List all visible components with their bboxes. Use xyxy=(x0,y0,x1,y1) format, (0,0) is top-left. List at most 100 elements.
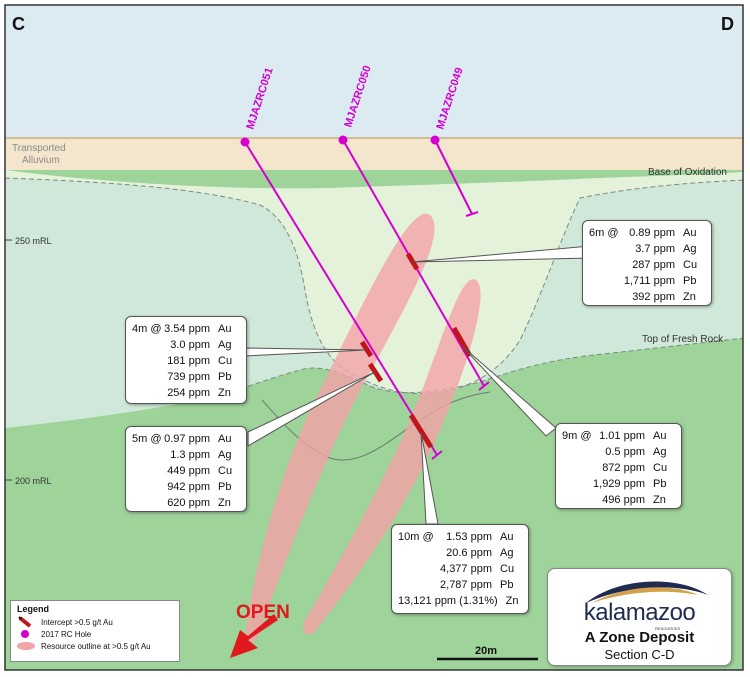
intercept-width: 5m @ xyxy=(132,433,162,445)
intercept-element: Au xyxy=(653,430,667,442)
legend-item-label: Resource outline at >0.5 g/t Au xyxy=(41,641,151,651)
sky-region xyxy=(5,5,743,155)
intercept-element: Ag xyxy=(500,547,514,559)
intercept-element: Pb xyxy=(500,579,514,591)
intercept-row: 449 ppm Cu xyxy=(132,463,240,479)
intercept-value: 3.0 ppm xyxy=(170,339,210,351)
intercept-row: 9m @ 1.01 ppm Au xyxy=(562,428,675,444)
legend-item-resource: Resource outline at >0.5 g/t Au xyxy=(17,640,173,652)
company-logo-text: kalamazoo xyxy=(583,599,696,626)
intercept-row: 3.0 ppm Ag xyxy=(132,337,240,353)
intercept-element: Zn xyxy=(683,291,696,303)
intercept-value: 4,377 ppm xyxy=(440,563,492,575)
intercept-box-mjazrc051-lower: 5m @0.97 ppm Au 1.3 ppm Ag 449 ppm Cu 942 ppm P… xyxy=(125,426,247,512)
intercept-row: 4,377 ppm Cu xyxy=(398,561,522,577)
legend-title: Legend xyxy=(17,604,50,614)
open-arrow xyxy=(230,614,278,658)
intercept-value: 287 ppm xyxy=(632,259,675,271)
intercept-element: Cu xyxy=(653,462,668,474)
resource-outline-lower xyxy=(303,279,481,635)
intercept-element: Au xyxy=(218,323,232,335)
legend-item-label: Intercept >0.5 g/t Au xyxy=(41,617,113,627)
intercept-value: 1,929 ppm xyxy=(593,478,645,490)
section-right-label: D xyxy=(721,14,734,34)
intercept-element: Ag xyxy=(218,339,232,351)
drill-hole-mjazrc051-trace xyxy=(244,141,438,456)
drill-hole-mjazrc050-collar xyxy=(338,135,348,145)
intercept-row: 1,711 ppm Pb xyxy=(589,273,705,289)
drill-hole-mjazrc051-collar xyxy=(240,137,250,147)
intercept-value: 0.5 ppm xyxy=(605,446,645,458)
drill-hole-mjazrc049-collar xyxy=(430,135,440,145)
top-of-fresh-rock-label: Top of Fresh Rock xyxy=(642,334,724,345)
base-of-oxidation-line xyxy=(5,177,743,395)
intercept-value: 392 ppm xyxy=(632,291,675,303)
intercept-element: Pb xyxy=(218,481,232,493)
intercept-value: 0.97 ppm xyxy=(164,433,210,445)
intercept-row: 20.6 ppm Ag xyxy=(398,545,522,561)
intercept-row: 942 ppm Pb xyxy=(132,479,240,495)
deposit-title: A Zone Deposit xyxy=(584,629,695,646)
top-of-fresh-rock-line xyxy=(209,337,743,399)
intercept-element: Pb xyxy=(683,275,697,287)
intercept-row: 0.5 ppm Ag xyxy=(562,444,675,460)
intercept-width: 6m @ xyxy=(589,227,619,239)
intercept-value: 449 ppm xyxy=(167,465,210,477)
intercept-row: 4m @3.54 ppm Au xyxy=(132,321,240,337)
intercept-element: Zn xyxy=(653,494,666,506)
legend-item-label: 2017 RC Hole xyxy=(41,629,92,639)
intercept-mark-051-upper xyxy=(359,340,374,358)
intercept-value: 181 ppm xyxy=(167,355,210,367)
intercept-value: 942 ppm xyxy=(167,481,210,493)
intercept-element: Cu xyxy=(218,465,233,477)
intercept-value: 1.53 ppm xyxy=(446,531,492,543)
intercept-element: Zn xyxy=(218,387,231,399)
intercept-value: 13,121 ppm (1.31%) xyxy=(398,595,498,607)
callout-pointer-3 xyxy=(247,371,376,447)
callout-pointer-4 xyxy=(461,345,557,437)
intercept-element: Cu xyxy=(218,355,233,367)
intercept-width: 9m @ xyxy=(562,430,592,442)
intercept-element: Zn xyxy=(218,497,231,509)
intercept-value: 20.6 ppm xyxy=(446,547,492,559)
intercept-value: 739 ppm xyxy=(167,371,210,383)
rl-label-200: 200 mRL xyxy=(15,476,52,486)
intercept-element: Au xyxy=(218,433,232,445)
weathered-pocket-outline xyxy=(261,391,491,461)
alluvium-label-2: Alluvium xyxy=(22,155,60,166)
intercept-value: 254 ppm xyxy=(167,387,210,399)
intercept-value: 2,787 ppm xyxy=(440,579,492,591)
company-logo-subtext: RESOURCES xyxy=(655,626,681,631)
intercept-value: 3.54 ppm xyxy=(164,323,210,335)
intercept-width: 4m @ xyxy=(132,323,162,335)
intercept-row: 1,929 ppm Pb xyxy=(562,476,675,492)
section-title: Section C-D xyxy=(604,647,675,662)
intercept-element: Au xyxy=(500,531,514,543)
intercept-element: Ag xyxy=(653,446,667,458)
intercept-row: 2,787 ppm Pb xyxy=(398,577,522,593)
legend: Legend Intercept >0.5 g/t Au 2017 RC Hol… xyxy=(10,600,180,662)
intercept-value: 1.01 ppm xyxy=(599,430,645,442)
section-left-label: C xyxy=(12,14,25,34)
oxidised-zone xyxy=(5,170,743,394)
rc-hole-dot-icon xyxy=(17,628,35,640)
intercept-element: Pb xyxy=(653,478,667,490)
intercept-element: Cu xyxy=(500,563,515,575)
intercept-value: 1.3 ppm xyxy=(170,449,210,461)
intercept-value: 3.7 ppm xyxy=(635,243,675,255)
rl-label-250: 250 mRL xyxy=(15,236,52,246)
intercept-element: Ag xyxy=(683,243,697,255)
intercept-symbol-icon xyxy=(17,616,35,628)
intercept-element: Ag xyxy=(218,449,232,461)
resource-outline-ellipse-icon xyxy=(17,640,35,652)
intercept-value: 1,711 ppm xyxy=(623,275,675,287)
intercept-row: 254 ppm Zn xyxy=(132,385,240,401)
drill-hole-mjazrc049-trace xyxy=(434,139,473,215)
intercept-value: 620 ppm xyxy=(167,497,210,509)
